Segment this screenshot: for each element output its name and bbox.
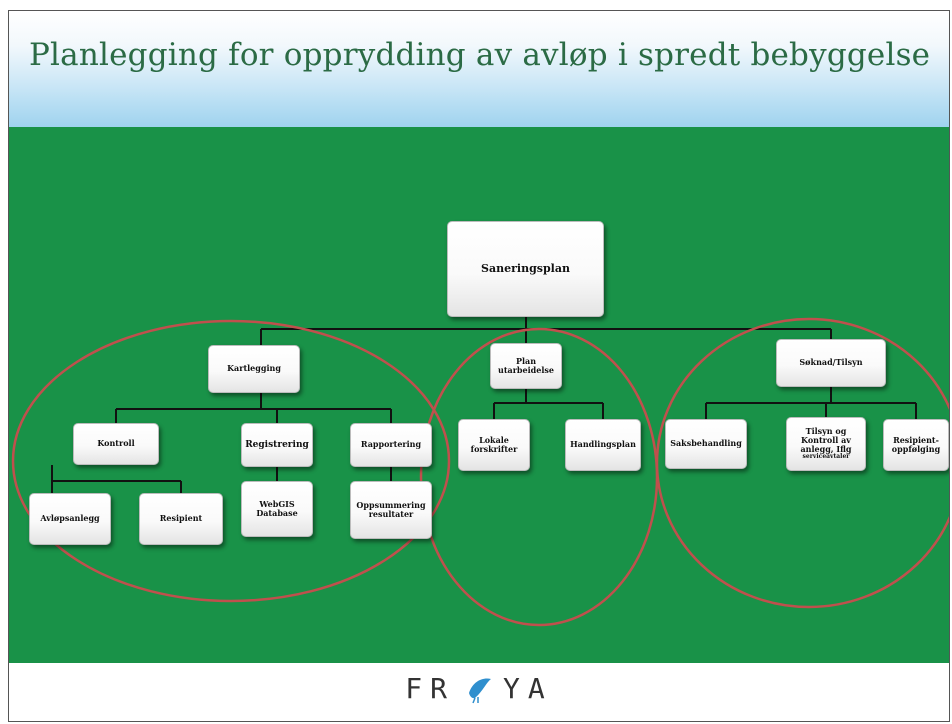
logo-text-right: YA: [503, 671, 553, 705]
node-label-line: resultater: [368, 509, 414, 519]
node-label-line: anlegg, Iflg: [800, 444, 852, 455]
bird-icon: [465, 673, 493, 704]
node-label: Kartlegging: [227, 363, 281, 374]
node-label: Resipient: [159, 513, 203, 524]
node-label: Registrering: [245, 439, 309, 450]
node-soknad-tilsyn: Søknad/Tilsyn: [776, 339, 886, 387]
node-tilsyn-kontroll: Tilsyn og Kontroll av anlegg, Iflg servi…: [786, 417, 866, 471]
slide-title: Planlegging for opprydding av avløp i sp…: [29, 37, 931, 73]
node-webgis-database: WebGIS Database: [241, 481, 313, 537]
diagram-background: [9, 127, 949, 663]
node-label-line: Database: [256, 508, 298, 518]
node-label-line: Lokale: [479, 434, 509, 445]
logo-text-left: FR: [405, 671, 455, 705]
node-rapportering: Rapportering: [350, 423, 432, 467]
node-avlopsanlegg: Avløpsanlegg: [29, 493, 111, 545]
node-saneringsplan: Saneringsplan: [447, 221, 604, 317]
node-label: Rapportering: [360, 439, 422, 450]
node-label-line: Oppsummering: [356, 499, 426, 510]
node-lokale-forskrifter: Lokale forskrifter: [458, 419, 530, 471]
node-oppsummering: Oppsummering resultater: [350, 481, 432, 539]
node-kontroll: Kontroll: [73, 423, 159, 465]
node-registrering: Registrering: [241, 423, 313, 467]
node-label-line: Resipient-: [893, 434, 939, 445]
ellipse-kartlegging: [11, 319, 451, 603]
node-label: Handlingsplan: [570, 439, 636, 450]
node-label-line: Plan: [515, 355, 537, 366]
node-plan-utarbeidelse: Plan utarbeidelse: [490, 343, 562, 389]
slide: Planlegging for opprydding av avløp i sp…: [8, 10, 950, 722]
ellipse-soknad: [655, 317, 949, 609]
node-resipient: Resipient: [139, 493, 223, 545]
froya-logo: FR YA: [9, 671, 949, 705]
node-label-line: oppfølging: [891, 444, 941, 454]
node-label-line: utarbeidelse: [498, 365, 554, 375]
node-label-line: forskrifter: [470, 444, 518, 454]
node-label-line: serviceavtaler: [802, 453, 850, 461]
node-label: Saneringsplan: [481, 261, 570, 275]
node-saksbehandling: Saksbehandling: [665, 419, 747, 469]
node-handlingsplan: Handlingsplan: [565, 419, 641, 471]
node-label: Søknad/Tilsyn: [799, 357, 863, 368]
org-chart-connectors: [11, 317, 949, 627]
node-label-line: Tilsyn og: [805, 425, 847, 436]
title-band: [9, 11, 949, 127]
node-label: Avløpsanlegg: [40, 513, 100, 524]
node-label: Kontroll: [97, 438, 135, 449]
node-label-line: Kontroll av: [801, 434, 851, 445]
node-label-line: WebGIS: [259, 498, 295, 509]
node-resipient-oppfolging: Resipient- oppfølging: [883, 419, 949, 471]
node-kartlegging: Kartlegging: [208, 345, 300, 393]
node-label: Saksbehandling: [670, 438, 742, 449]
